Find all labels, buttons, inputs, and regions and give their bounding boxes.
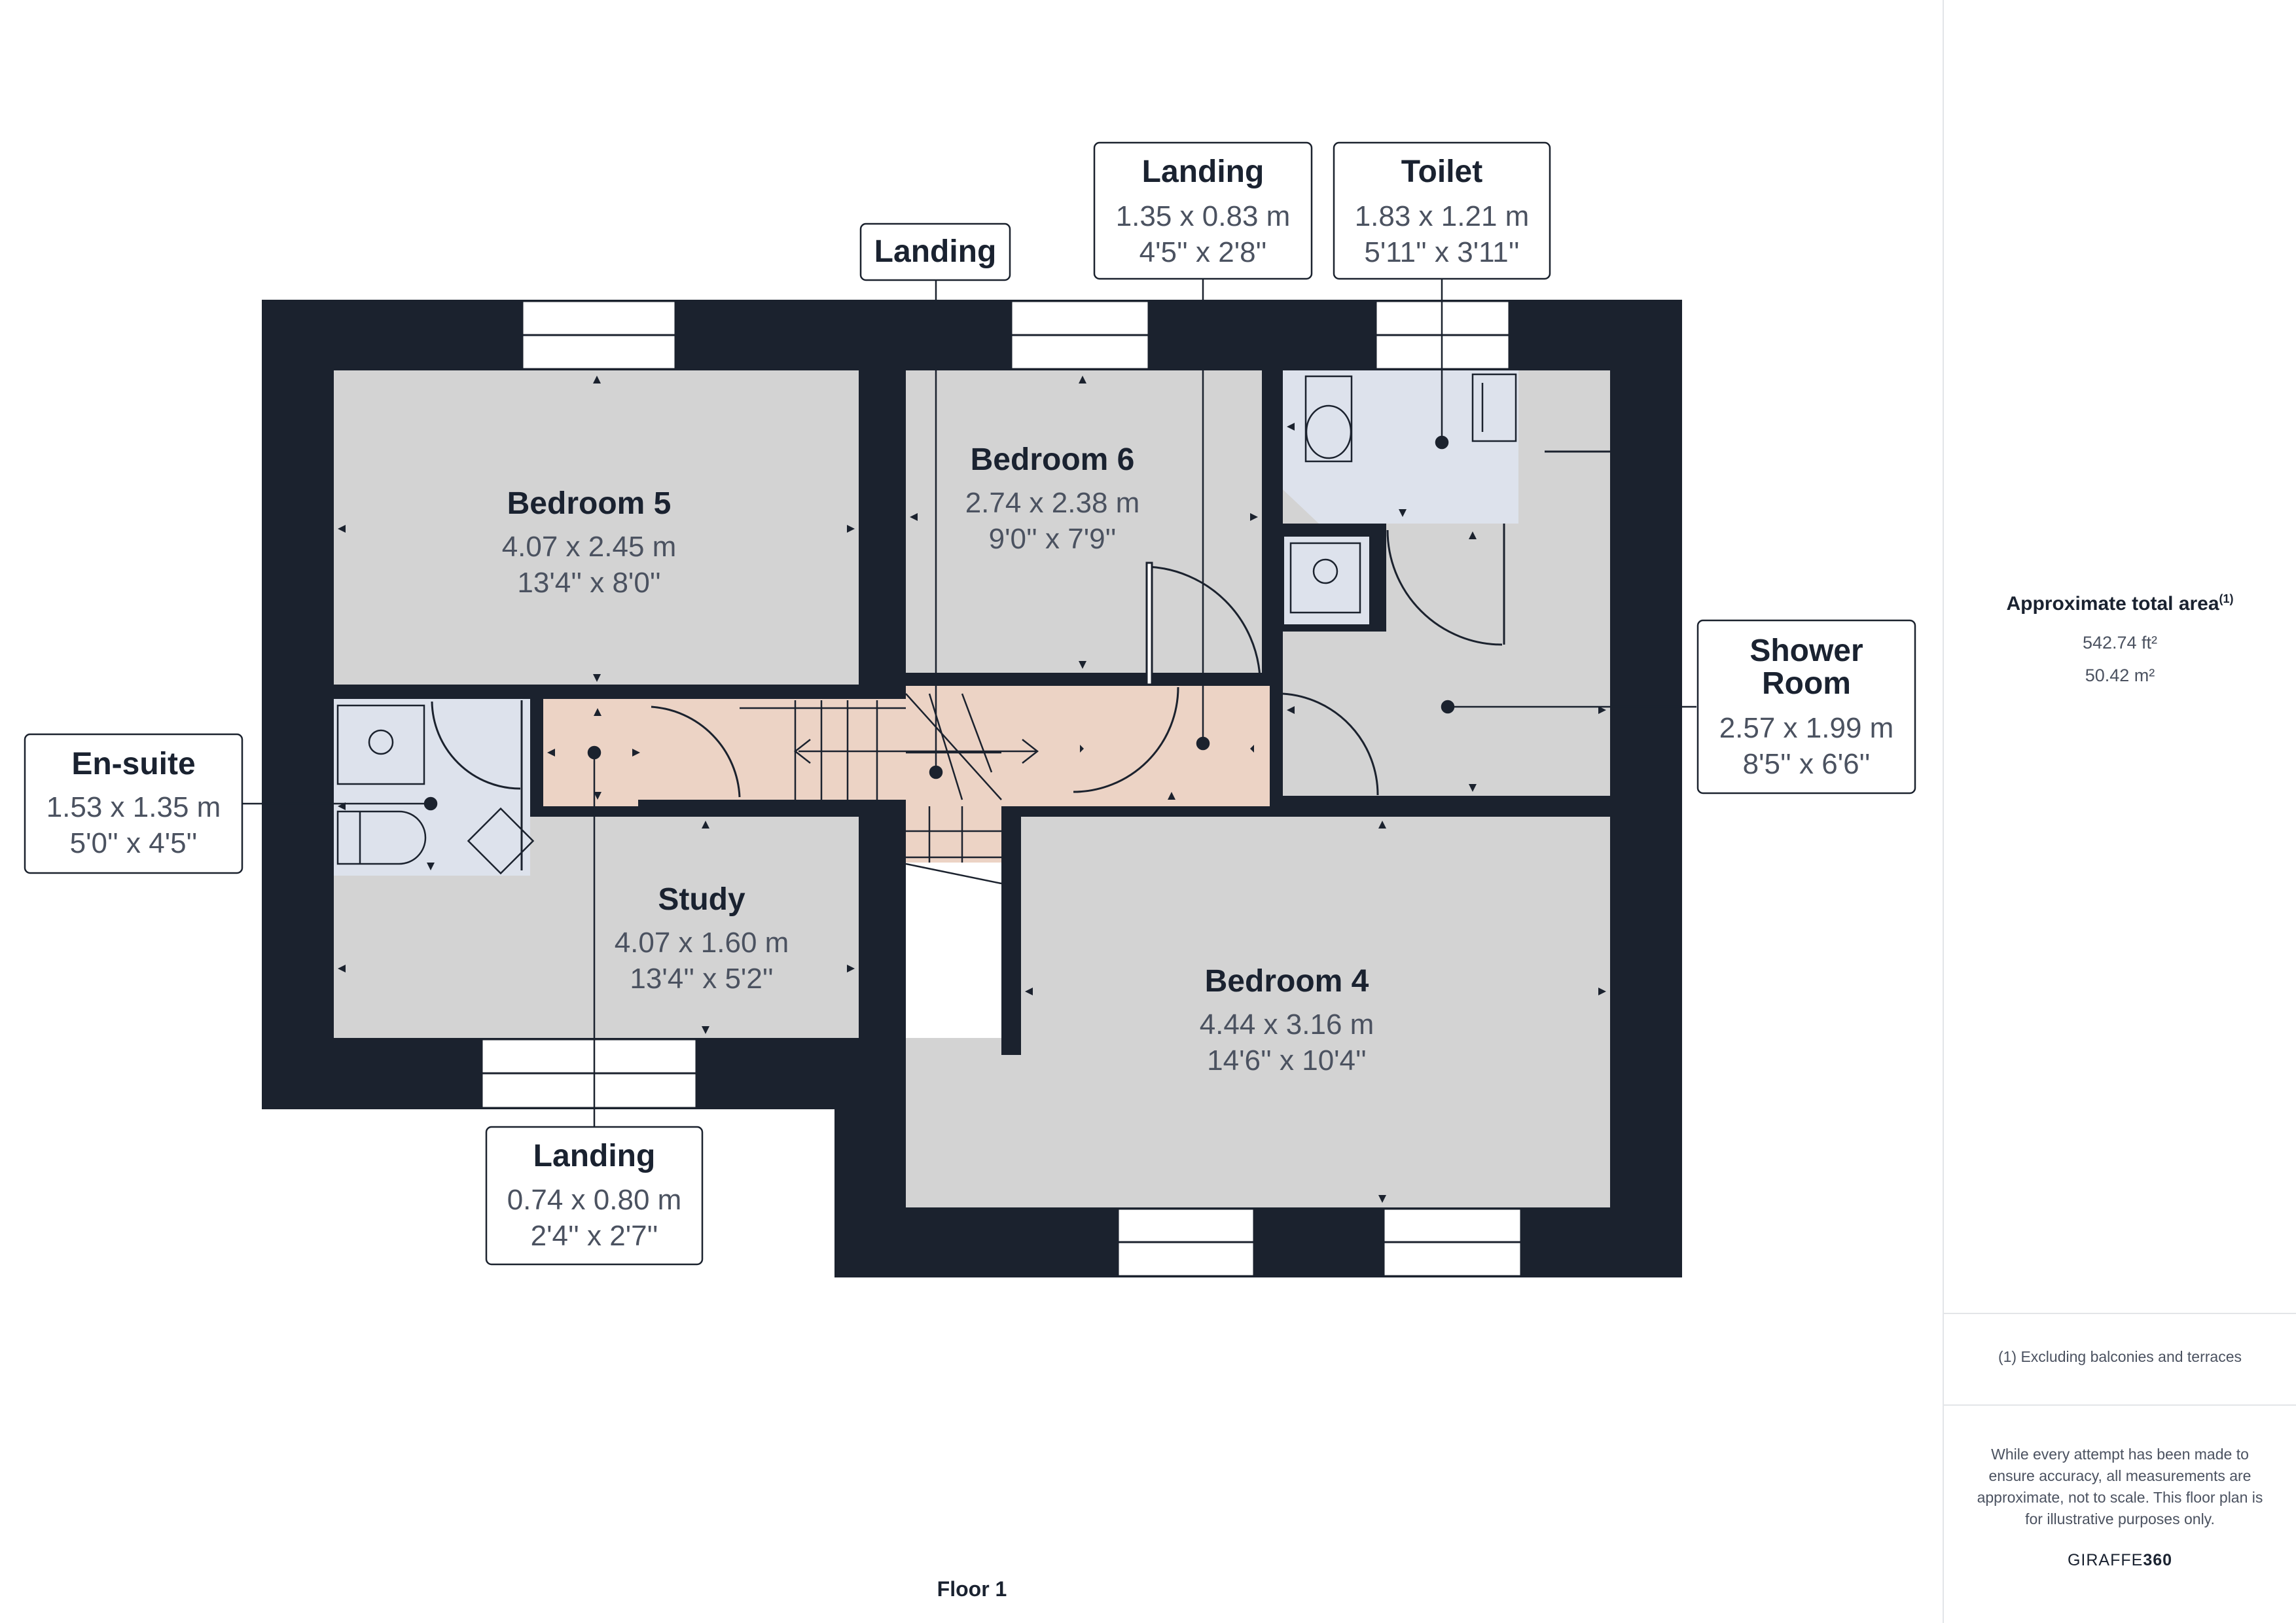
bedroom-5-area [334,370,859,685]
divider [1944,1313,2296,1314]
callout-metric: 0.74 x 0.80 m [507,1184,682,1216]
callout-name: Landing [874,234,997,269]
callout-name-line2: Room [1762,666,1851,701]
disclaimer: While every attempt has been made to ens… [1977,1446,2263,1527]
callout-ensuite: En-suite 1.53 x 1.35 m 5'0'' x 4'5'' [24,733,243,874]
callout-landing-bottom: Landing 0.74 x 0.80 m 2'4'' x 2'7'' [485,1126,704,1266]
area-title: Approximate total area(1) [1944,592,2296,615]
room-imperial: 9'0'' x 7'9'' [989,523,1117,555]
room-metric: 4.07 x 1.60 m [615,927,789,959]
room-name: Bedroom 6 [971,442,1135,477]
fixtures [336,373,1517,875]
room-metric: 4.44 x 3.16 m [1200,1008,1374,1041]
room-imperial: 13'4'' x 5'2'' [630,963,773,995]
callout-metric: 2.57 x 1.99 m [1719,712,1894,744]
room-imperial: 13'4'' x 8'0'' [517,567,660,599]
callout-imperial: 8'5'' x 6'6'' [1743,748,1871,780]
callout-name: Landing [533,1139,656,1173]
room-bedroom-4: Bedroom 4 4.44 x 3.16 m 14'6'' x 10'4'' [1200,964,1374,1077]
area-title-text: Approximate total area [2006,593,2219,615]
room-name: Bedroom 4 [1205,964,1369,999]
callout-metric: 1.83 x 1.21 m [1355,200,1530,232]
footnote: (1) Excluding balconies and terraces [1998,1348,2242,1365]
bedroom-6-area [906,370,1262,673]
callout-imperial: 2'4'' x 2'7'' [531,1220,658,1252]
shower-tray [1284,537,1369,624]
callout-metric: 1.53 x 1.35 m [46,791,221,823]
brand-suffix: 360 [2143,1551,2173,1569]
room-metric: 2.74 x 2.38 m [965,487,1140,519]
room-name: Study [658,882,745,917]
brand-prefix: GIRAFFE [2067,1551,2144,1569]
measure-ticks [338,376,1606,1203]
room-imperial: 14'6'' x 10'4'' [1207,1044,1367,1077]
leader-lines [242,279,1696,1127]
brand-logo: GIRAFFE360 [1944,1551,2296,1570]
stair-void [906,863,1001,1038]
callout-name: En-suite [71,747,195,781]
room-name: Bedroom 5 [507,486,672,521]
callout-imperial: 5'0'' x 4'5'' [70,827,198,859]
callout-name: Toilet [1401,154,1482,189]
stairs [740,693,1039,885]
callout-landing-mid: Landing 1.35 x 0.83 m 4'5'' x 2'8'' [1093,141,1313,280]
stair-wall [1001,800,1021,1055]
doors [431,450,1610,870]
divider [1944,1404,2296,1406]
ensuite-area [334,699,530,876]
area-ft: 542.74 ft² [2082,633,2158,652]
callout-name: Landing [1142,154,1265,189]
windows [480,300,1522,1277]
callout-toilet: Toilet 1.83 x 1.21 m 5'11'' x 3'11'' [1333,141,1551,280]
floor-label: Floor 1 [937,1577,1007,1601]
callout-imperial: 4'5'' x 2'8'' [1139,236,1267,268]
callout-imperial: 5'11'' x 3'11'' [1364,236,1519,268]
callout-name-line1: Shower [1749,633,1863,668]
callout-metric: 1.35 x 0.83 m [1116,200,1291,232]
room-metric: 4.07 x 2.45 m [502,531,677,563]
area-m: 50.42 m² [2085,666,2155,685]
room-study: Study 4.07 x 1.60 m 13'4'' x 5'2'' [615,882,789,995]
callout-shower-room: Shower Room 2.57 x 1.99 m 8'5'' x 6'6'' [1696,619,1916,794]
room-bedroom-5: Bedroom 5 4.07 x 2.45 m 13'4'' x 8'0'' [502,486,677,599]
toilet-area [1283,370,1518,524]
landing-area [543,686,1270,877]
bedroom-4-extension [1021,817,1610,1207]
area-title-footnote: (1) [2219,592,2234,605]
room-bedroom-6: Bedroom 6 2.74 x 2.38 m 9'0'' x 7'9'' [965,442,1140,555]
sidebar-panel: Approximate total area(1) 542.74 ft² 50.… [1943,0,2296,1623]
callout-landing-top: Landing [859,223,1011,281]
floor-plan: Bedroom 5 4.07 x 2.45 m 13'4'' x 8'0'' B… [24,141,1916,1277]
